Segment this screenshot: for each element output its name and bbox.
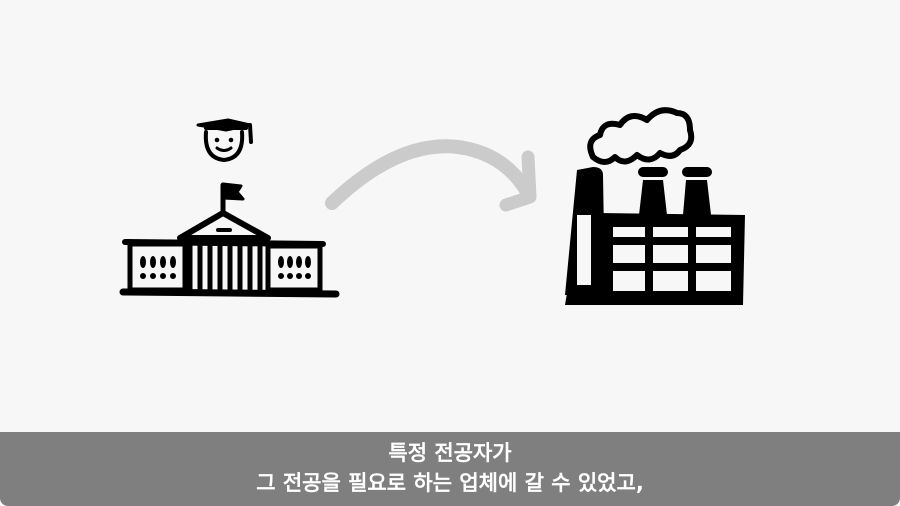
video-frame	[119, 107, 745, 305]
subtitle-line-1: 특정 전공자가	[388, 441, 512, 465]
subtitle-line-2: 그 전공을 필요로 하는 업체에 갈 수 있었고,	[256, 471, 644, 495]
university-graduate-icon	[119, 118, 340, 298]
curved-arrow-icon	[325, 139, 537, 212]
factory-icon	[565, 107, 745, 305]
subtitle-bar: 특정 전공자가 그 전공을 필요로 하는 업체에 갈 수 있었고,	[0, 432, 900, 506]
